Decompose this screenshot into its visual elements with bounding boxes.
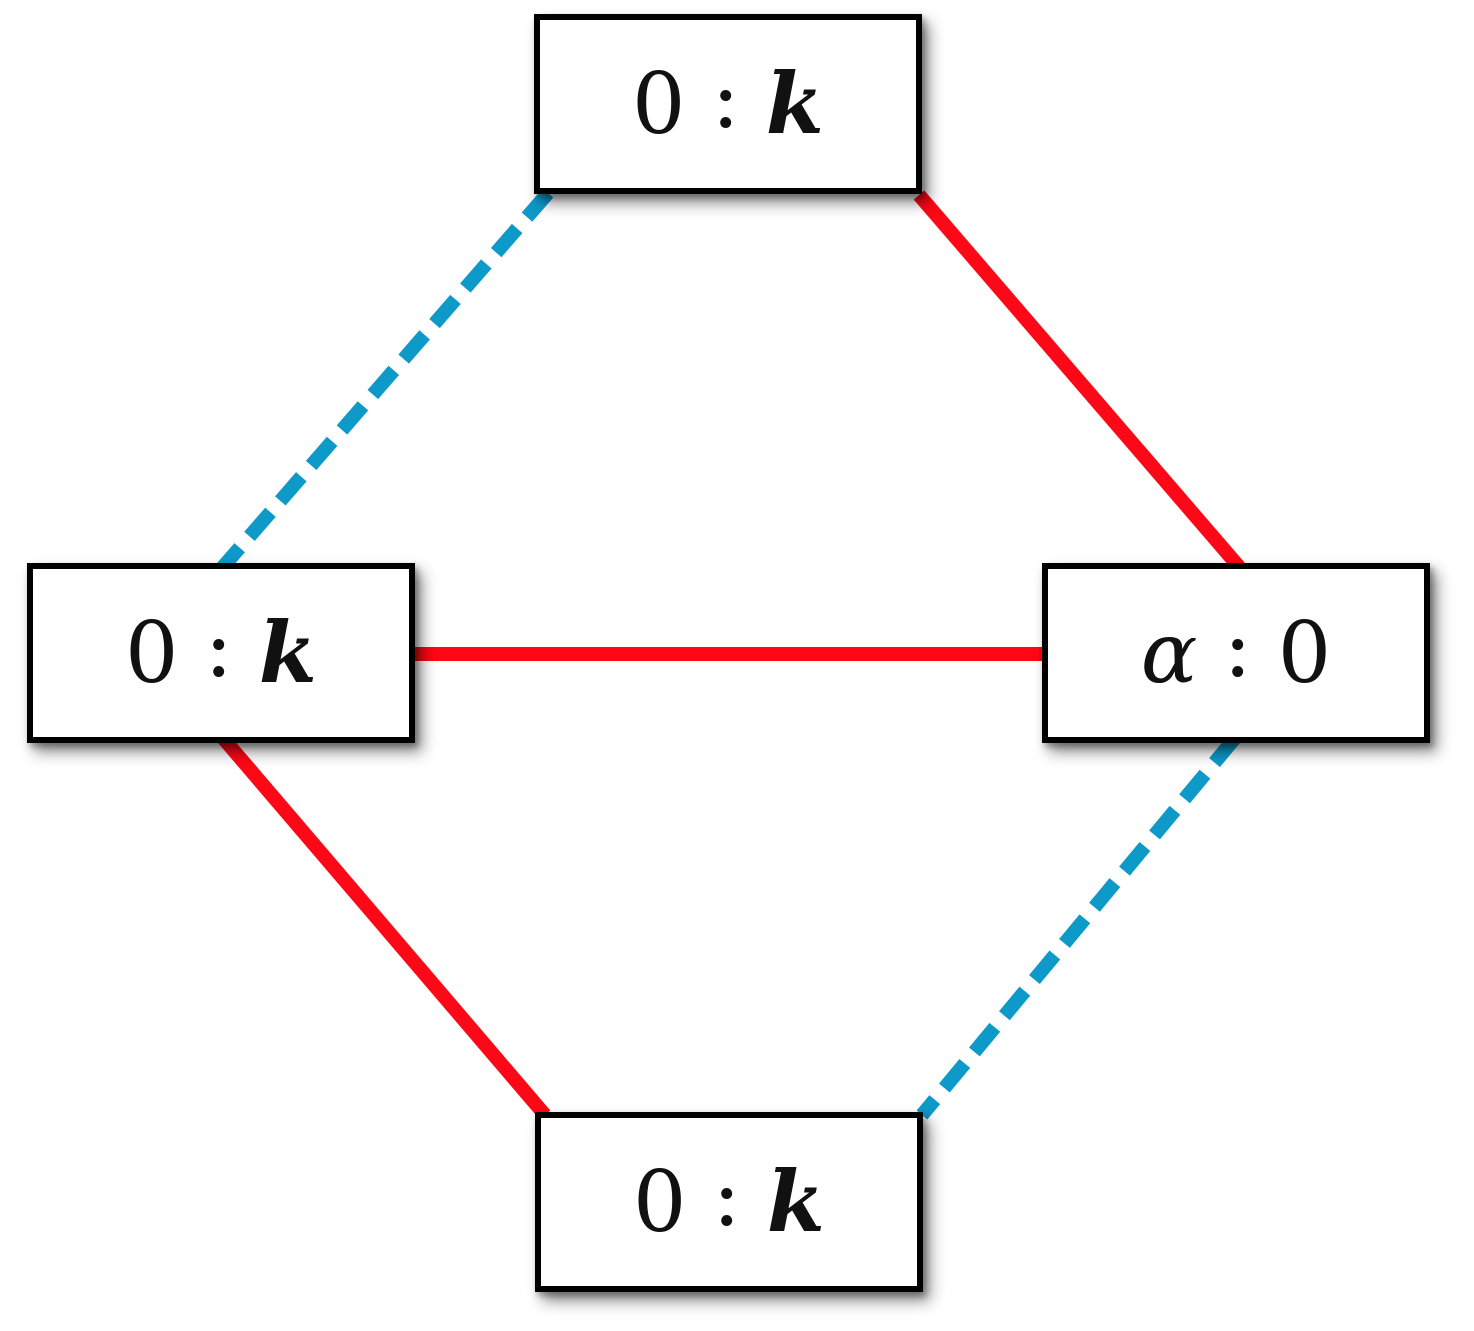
node-bottom: 0 : k xyxy=(535,1112,923,1292)
edge-top-left-dashed xyxy=(216,188,554,573)
node-left-separator: : xyxy=(204,598,233,696)
node-bottom-value-left: 0 xyxy=(633,1153,687,1251)
node-left: 0 : k xyxy=(27,563,415,743)
node-right-value-right: 0 xyxy=(1277,604,1332,702)
node-left-value-right: k xyxy=(258,603,317,702)
node-left-value-left: 0 xyxy=(125,604,179,702)
node-top-value-left: 0 xyxy=(632,55,686,153)
node-top: 0 : k xyxy=(534,14,922,194)
node-bottom-separator: : xyxy=(712,1147,741,1245)
edge-top-right-solid xyxy=(913,190,1246,573)
node-top-separator: : xyxy=(711,49,740,147)
node-right: α : 0 xyxy=(1042,563,1430,743)
edge-left-bottom-solid xyxy=(217,733,551,1120)
node-right-value-left: α xyxy=(1140,604,1198,702)
node-top-value-right: k xyxy=(765,54,824,153)
node-bottom-value-right: k xyxy=(766,1152,825,1251)
node-right-separator: : xyxy=(1223,598,1252,696)
edge-right-bottom-dashed xyxy=(916,733,1241,1120)
